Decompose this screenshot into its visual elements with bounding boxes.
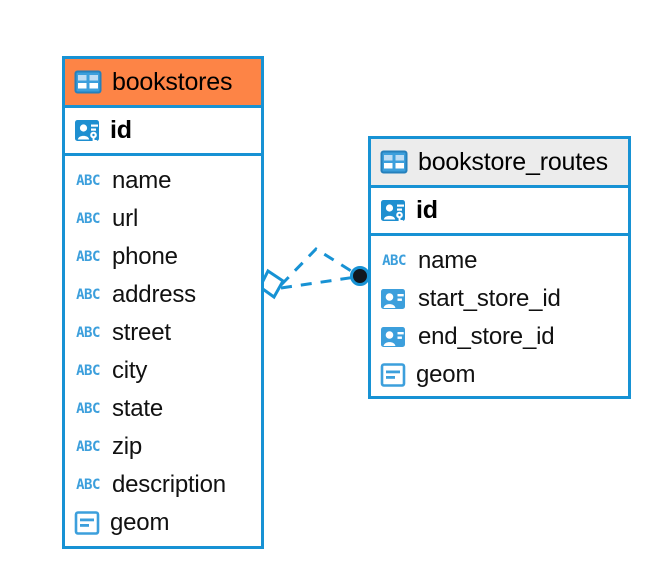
entity-title-bookstore-routes: bookstore_routes — [418, 147, 608, 176]
field-label-id: id — [416, 196, 438, 224]
foreign-key-icon — [380, 285, 408, 313]
text-type-icon: ABC — [382, 253, 406, 269]
text-type-icon: ABC — [76, 173, 100, 189]
field-row-name[interactable]: ABC name — [74, 162, 261, 200]
entity-bookstore-routes[interactable]: bookstore_routes id — [368, 136, 631, 399]
field-label-name: name — [418, 247, 478, 274]
text-type-icon: ABC — [76, 325, 100, 341]
text-type-icon: ABC — [76, 363, 100, 379]
field-label-end-store-id: end_store_id — [418, 323, 555, 350]
geometry-type-icon — [380, 362, 406, 388]
field-row-state[interactable]: ABC state — [74, 390, 261, 428]
field-row-primary-key[interactable]: id — [65, 108, 261, 156]
text-type-icon: ABC — [76, 249, 100, 265]
field-row-description[interactable]: ABC description — [74, 466, 261, 504]
text-type-icon: ABC — [76, 401, 100, 417]
entity-header-bookstores[interactable]: bookstores — [65, 59, 261, 108]
field-label-start-store-id: start_store_id — [418, 285, 561, 312]
field-label-phone: phone — [112, 243, 178, 270]
field-row-start-store-id[interactable]: start_store_id — [380, 280, 628, 318]
field-label-city: city — [112, 357, 148, 384]
field-row-street[interactable]: ABC street — [74, 314, 261, 352]
table-icon — [74, 70, 102, 94]
field-row-end-store-id[interactable]: end_store_id — [380, 318, 628, 356]
field-label-geom: geom — [110, 509, 170, 536]
primary-key-icon — [74, 117, 102, 145]
field-list-bookstore-routes: ABC name start_store_id — [371, 236, 628, 398]
field-list-bookstores: ABC name ABC url ABC phone ABC — [65, 156, 261, 546]
entity-bookstores[interactable]: bookstores id — [62, 56, 264, 549]
text-type-icon: ABC — [76, 211, 100, 227]
entity-header-bookstore-routes[interactable]: bookstore_routes — [371, 139, 628, 188]
relationship-circle-marker[interactable] — [350, 266, 370, 286]
primary-key-icon — [380, 197, 408, 225]
field-label-name: name — [112, 167, 172, 194]
relationship-line-lower[interactable] — [280, 275, 357, 290]
relationship-line-upper[interactable] — [279, 247, 357, 287]
field-row-primary-key[interactable]: id — [371, 188, 628, 236]
field-row-geom[interactable]: geom — [380, 356, 628, 394]
table-icon — [380, 150, 408, 174]
field-label-state: state — [112, 395, 164, 422]
field-label-street: street — [112, 319, 171, 346]
field-row-url[interactable]: ABC url — [74, 200, 261, 238]
text-type-icon: ABC — [76, 439, 100, 455]
field-row-geom[interactable]: geom — [74, 504, 261, 542]
geometry-type-icon — [74, 510, 100, 536]
field-label-zip: zip — [112, 433, 143, 460]
field-label-url: url — [112, 205, 139, 232]
field-row-name[interactable]: ABC name — [380, 242, 628, 280]
field-row-phone[interactable]: ABC phone — [74, 238, 261, 276]
text-type-icon: ABC — [76, 477, 100, 493]
field-label-geom: geom — [416, 361, 476, 388]
text-type-icon: ABC — [76, 287, 100, 303]
field-label-description: description — [112, 471, 226, 498]
field-row-zip[interactable]: ABC zip — [74, 428, 261, 466]
field-label-id: id — [110, 116, 132, 144]
foreign-key-icon — [380, 323, 408, 351]
field-row-city[interactable]: ABC city — [74, 352, 261, 390]
field-label-address: address — [112, 281, 196, 308]
entity-title-bookstores: bookstores — [112, 67, 233, 96]
field-row-address[interactable]: ABC address — [74, 276, 261, 314]
